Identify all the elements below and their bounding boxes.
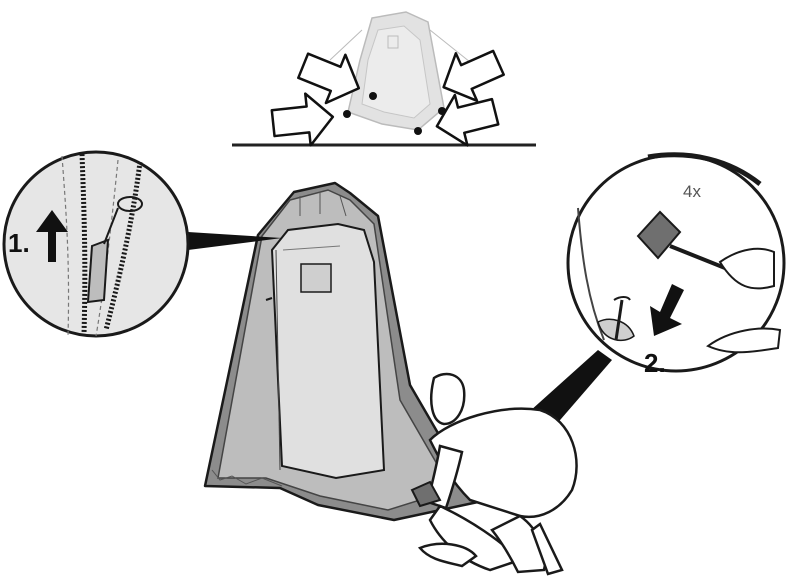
zipper-detail [2, 150, 282, 338]
arrow-icon [435, 93, 500, 147]
guy-line [429, 29, 471, 63]
mallet-head [636, 210, 682, 260]
main-tent [203, 181, 480, 522]
zipper-icon [86, 196, 143, 304]
small-tent-window [387, 35, 399, 49]
step-1-label: 1. [8, 228, 30, 258]
arrow-up-icon [36, 210, 68, 262]
person-leg [428, 504, 523, 572]
zipper-pull [265, 297, 273, 301]
arrow-icon [442, 49, 505, 103]
guy-line [329, 29, 363, 61]
door-zipper-line [275, 249, 281, 471]
zipper-pull-tab [117, 196, 143, 212]
hand-icon [718, 247, 775, 290]
arrow-icon [297, 52, 361, 105]
anchor-point [369, 92, 377, 100]
tent-window [300, 263, 332, 293]
circle-accent [647, 152, 762, 186]
mallet-icon [636, 210, 731, 272]
count-label: 4x [683, 182, 701, 201]
small-tent-diagram [232, 11, 536, 147]
callout-pointer [188, 232, 282, 250]
small-tent-door [361, 25, 431, 119]
person-head [430, 372, 466, 426]
zipper-slider [86, 238, 110, 304]
arrow-down-icon [650, 284, 684, 336]
stake-hole [597, 318, 635, 342]
stake-detail [520, 152, 786, 434]
crouching-person [410, 372, 578, 576]
tent-seams [299, 192, 347, 217]
hand-icon [706, 327, 782, 354]
person-shoe [530, 522, 564, 576]
stitch-line [61, 155, 70, 337]
tent-door [270, 222, 386, 480]
mallet-handle [669, 244, 731, 272]
anchor-point [343, 110, 351, 118]
person-torso [428, 407, 578, 519]
tent-stake-icon [613, 296, 631, 341]
anchor-point [414, 127, 422, 135]
hand-icon [417, 542, 478, 568]
tent-hem [211, 469, 283, 487]
mallet-icon [410, 480, 442, 508]
zipper-cord [103, 207, 119, 245]
zipper-teeth-right [103, 161, 143, 331]
door-seam [282, 245, 341, 251]
arrow-icon [270, 92, 335, 147]
step-2-label: 2. [644, 348, 666, 378]
